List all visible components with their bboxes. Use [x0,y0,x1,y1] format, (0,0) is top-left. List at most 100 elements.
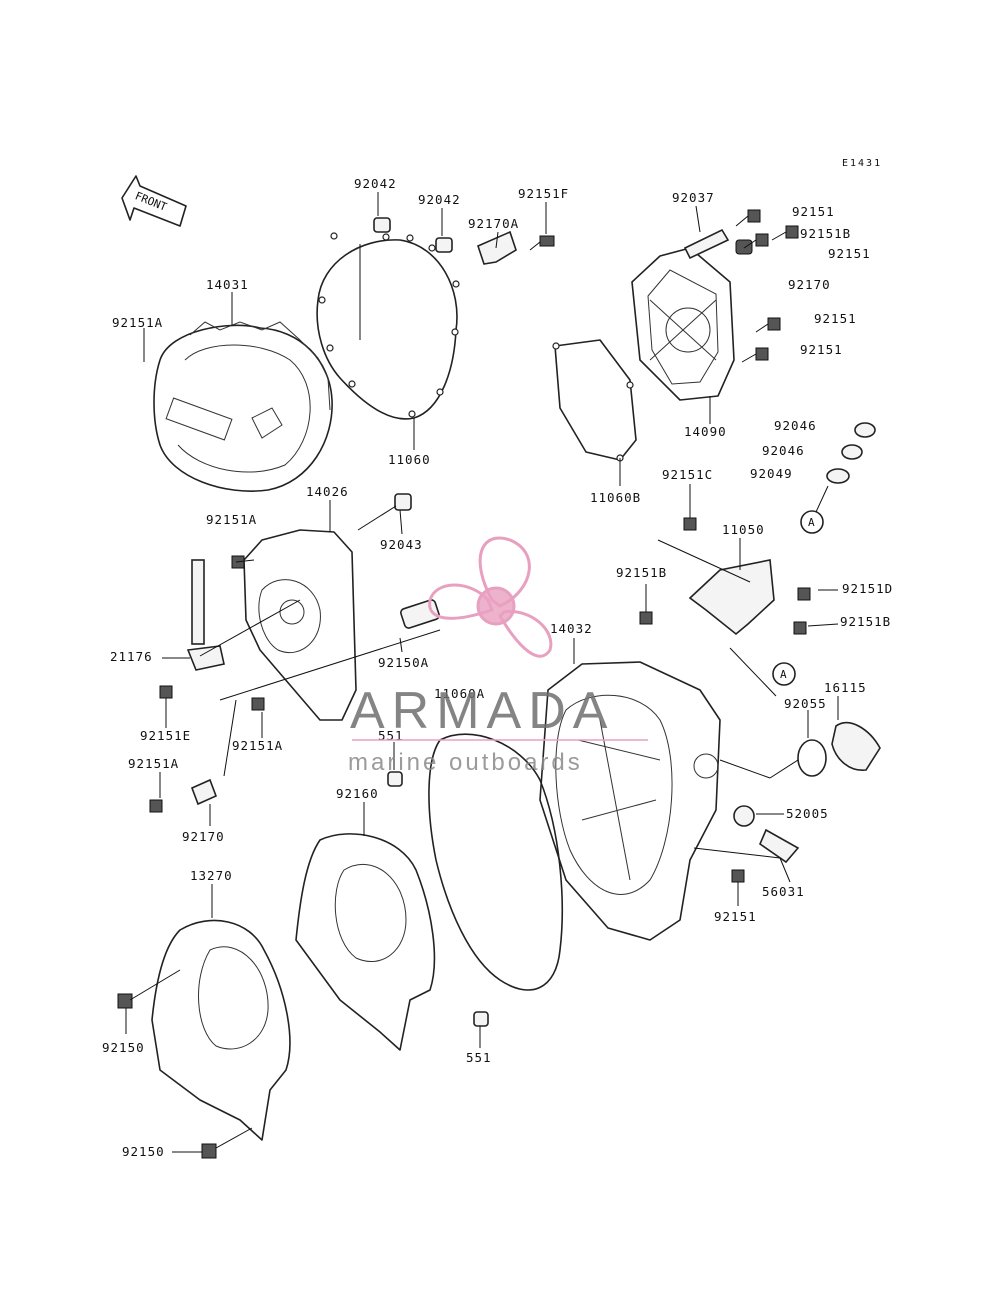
guard-13270 [151,919,291,1141]
watermark-brand: ARMADA [350,682,614,740]
plug-92046-b [841,444,863,460]
label-92170-1: 92170 [788,277,831,292]
label-21176: 21176 [110,649,153,664]
label-92046-b: 92046 [762,443,805,458]
label-92170-2: 92170 [182,829,225,844]
label-11060: 11060 [388,452,431,467]
label-92151-4: 92151 [800,342,843,357]
bolt-92151B-2 [639,611,653,625]
label-92170A: 92170A [468,216,519,231]
label-52005: 52005 [786,806,829,821]
label-92150-b: 92150 [122,1144,165,1159]
label-14032: 14032 [550,621,593,636]
propeller-logo-icon [428,536,553,658]
cover-14026 [243,529,357,721]
label-92151A-1: 92151A [112,315,163,330]
callout-a-upper: A [800,510,824,534]
collar-92043 [394,493,412,511]
dowel-92042-a [373,217,391,233]
label-92151B-2: 92151B [616,565,667,580]
seal-52005 [733,805,755,827]
clutch-cover-14032 [539,661,721,941]
label-13270: 13270 [190,868,233,883]
bolt-92151C [683,517,697,531]
gasket-11060 [316,239,458,420]
sensor-21176 [186,559,225,671]
watermark-tagline: marine outboards [348,749,583,776]
label-16115: 16115 [824,680,867,695]
label-92151C: 92151C [662,467,713,482]
dowel-92042-b [435,237,453,253]
front-arrow-icon: FRONT [121,175,187,227]
bolt-92151-4 [755,347,769,361]
label-92160: 92160 [336,786,379,801]
bolt-92151-5 [731,869,745,883]
label-56031 [759,828,800,864]
guard-92160 [295,833,436,1051]
generator-cover-14031 [153,321,333,492]
bolt-92151B-3 [793,621,807,635]
label-92151-2: 92151 [828,246,871,261]
label-551-b: 551 [466,1050,492,1065]
bolt-92151D [797,587,811,601]
label-11060B: 11060B [590,490,641,505]
label-92043: 92043 [380,537,423,552]
plate-92037 [683,228,730,260]
bracket-11050 [688,559,775,636]
bolt-92151E [159,685,173,699]
label-92055: 92055 [784,696,827,711]
label-92151B-1: 92151B [800,226,851,241]
diagram-code: E1431 [842,158,882,169]
bolt-92150-b [201,1143,217,1159]
bolt-92151-3 [767,317,781,331]
bolt-92150-a [117,993,133,1009]
svg-text:A: A [808,516,815,529]
dowel-551-b [473,1011,489,1027]
label-92151-5: 92151 [714,909,757,924]
label-92151A-2: 92151A [206,512,257,527]
label-14090: 14090 [684,424,727,439]
cap-16115 [831,721,881,771]
label-92046-a: 92046 [774,418,817,433]
svg-text:A: A [780,668,787,681]
watermark: ARMADA marine outboards [348,536,648,776]
leader-lines [125,192,839,1153]
cover-14090 [631,247,735,401]
label-92037: 92037 [672,190,715,205]
gasket-11060B [554,339,637,461]
bolt-92151A-4 [149,799,163,813]
label-92151A-3: 92151A [232,738,283,753]
label-92151A-4: 92151A [128,756,179,771]
bolt-92151F [529,235,555,251]
label-92042-b: 92042 [418,192,461,207]
gasket-11060A [428,733,563,991]
bolt-92151-1 [747,209,761,223]
label-11050: 11050 [722,522,765,537]
bolt-92151-2 [785,225,799,239]
plug-92046-a [854,422,876,438]
o-ring-92055 [797,739,827,777]
part-labels: 92042 92042 92151F 92170A 92037 92151 92… [102,176,893,1159]
callout-a-lower: A [772,662,796,686]
label-92150-a: 92150 [102,1040,145,1055]
label-92151-3: 92151 [814,311,857,326]
bolt-92151B-1 [755,233,769,247]
label-92151F: 92151F [518,186,569,201]
label-92042-a: 92042 [354,176,397,191]
dowel-551-a [387,771,403,787]
label-92150A: 92150A [378,655,429,670]
label-14031: 14031 [206,277,249,292]
clip-92170-1 [735,239,753,255]
clamp-92170A [477,230,517,265]
label-11060A: 11060A [434,686,485,701]
washer-92049 [826,468,850,484]
label-92151E: 92151E [140,728,191,743]
label-92049: 92049 [750,466,793,481]
label-14026: 14026 [306,484,349,499]
bolt-92151A-3 [251,697,265,711]
label-56031: 56031 [762,884,805,899]
label-92151-1: 92151 [792,204,835,219]
label-92151D: 92151D [842,581,893,596]
